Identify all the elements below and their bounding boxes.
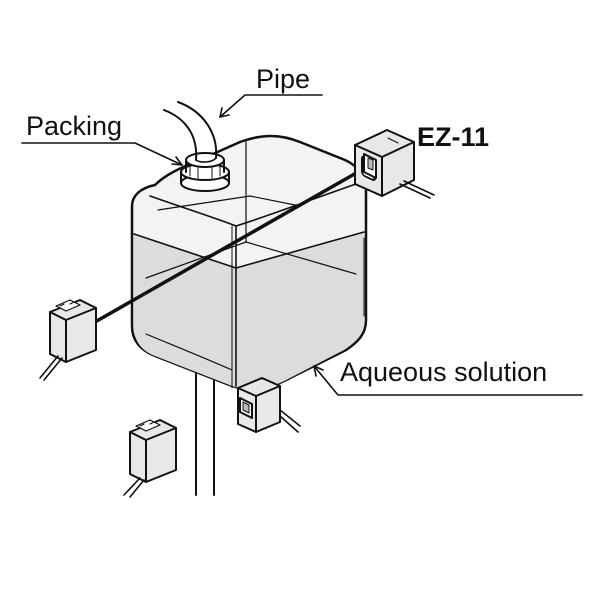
sensor-upper-right — [354, 129, 435, 199]
pipe-leader-arrow — [219, 107, 230, 118]
sensor-left — [39, 299, 97, 381]
packing-fitting — [180, 152, 230, 192]
pipe-leader-line — [219, 94, 323, 118]
packing-leader-line — [21, 142, 183, 166]
pipe-label: Pipe — [256, 64, 311, 94]
packing-leader-arrow — [171, 156, 183, 166]
inlet-pipe — [163, 101, 218, 163]
aqueous-leader-arrow — [313, 365, 324, 377]
light-beam — [93, 170, 360, 324]
sensor-model-label: EZ-11 — [417, 122, 490, 152]
container — [130, 134, 368, 391]
packing-label: Packing — [26, 111, 123, 141]
aqueous-solution-label: Aqueous solution — [340, 357, 548, 387]
sensor-bottom-center — [237, 377, 301, 433]
aqueous-leader-line — [313, 365, 583, 396]
sensor-bottom-left — [123, 419, 177, 498]
